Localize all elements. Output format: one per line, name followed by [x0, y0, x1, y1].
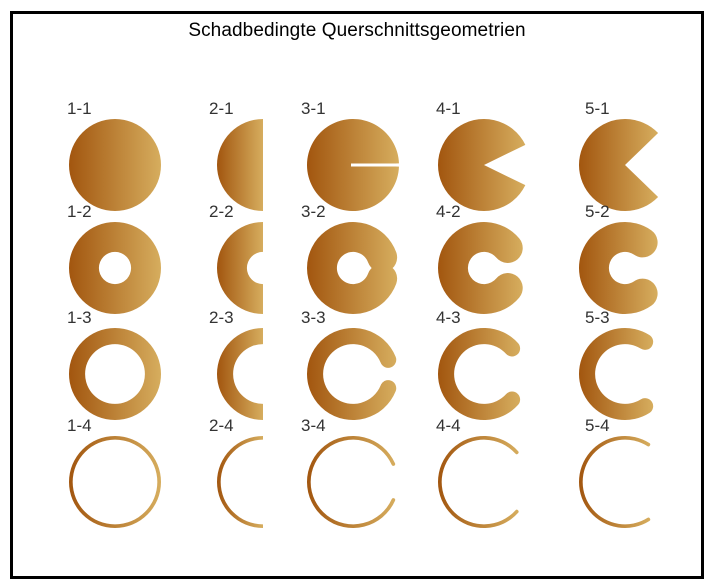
cell-label-1-1: 1-1: [67, 99, 92, 118]
cell-label-5-1: 5-1: [585, 99, 610, 118]
cross-section-4-1: [437, 119, 526, 211]
cell-label-2-2: 2-2: [209, 202, 234, 221]
cell-label-4-2: 4-2: [436, 202, 461, 221]
cross-section-2-3: [217, 328, 263, 420]
cell-label-4-4: 4-4: [436, 416, 461, 435]
cell-label-2-3: 2-3: [209, 308, 234, 327]
cell-label-1-4: 1-4: [67, 416, 92, 435]
cross-section-5-1: [578, 118, 659, 211]
cross-section-2-1: [217, 119, 263, 211]
cell-label-3-4: 3-4: [301, 416, 326, 435]
cell-label-4-1: 4-1: [436, 99, 461, 118]
cross-section-3-2: [307, 221, 398, 314]
cross-section-4-3: [437, 328, 521, 420]
cross-section-4-2: [438, 222, 523, 314]
cross-section-5-2: [578, 222, 658, 315]
cell-label-3-2: 3-2: [301, 202, 326, 221]
cell-label-5-2: 5-2: [585, 202, 610, 221]
cross-section-1-2: [69, 222, 161, 314]
cross-section-3-3: [306, 328, 397, 421]
cell-label-5-4: 5-4: [585, 416, 610, 435]
cross-section-1-3: [69, 328, 161, 420]
cell-label-1-3: 1-3: [67, 308, 92, 327]
cell-label-2-1: 2-1: [209, 99, 234, 118]
cell-label-5-3: 5-3: [585, 308, 610, 327]
cross-section-2-4: [217, 436, 263, 528]
figure-title: Schadbedingte Querschnittsgeometrien: [188, 20, 526, 41]
cross-section-5-3: [579, 328, 654, 420]
cross-section-5-4: [579, 436, 651, 528]
cross-section-4-4: [437, 436, 519, 529]
cell-label-3-3: 3-3: [301, 308, 326, 327]
cross-section-1-4: [69, 436, 161, 528]
cross-section-1-1: [69, 119, 161, 211]
cell-label-2-4: 2-4: [209, 416, 234, 435]
cell-label-1-2: 1-2: [67, 202, 92, 221]
cell-label-3-1: 3-1: [301, 99, 326, 118]
cross-section-2-2: [217, 222, 263, 314]
cell-label-4-3: 4-3: [436, 308, 461, 327]
cross-section-3-4: [306, 436, 396, 528]
